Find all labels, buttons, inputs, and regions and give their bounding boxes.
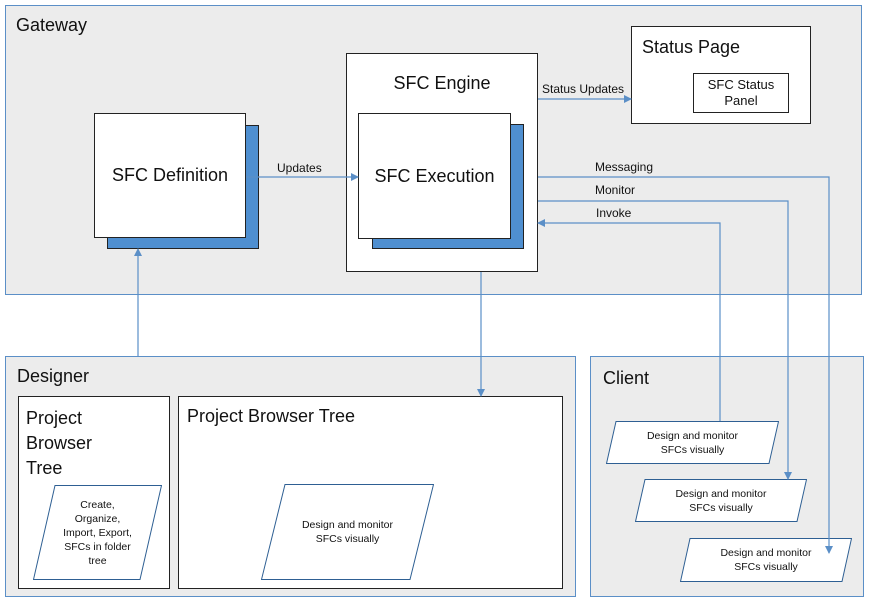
monitor-label: Monitor: [595, 183, 636, 197]
status-page-title: Status Page: [642, 37, 741, 57]
designer-right-note-label: Design and monitor SFCs visually: [301, 519, 394, 545]
sfc-status-panel-box: SFC Status Panel: [693, 73, 789, 113]
sfc-status-panel-label: SFC Status Panel: [707, 77, 775, 108]
client-item-1: Design and monitor SFCs visually: [606, 421, 779, 464]
designer-left-note: Create, Organize, Import, Export, SFCs i…: [33, 485, 162, 580]
client-title: Client: [603, 368, 650, 388]
client-item-2: Design and monitor SFCs visually: [635, 479, 807, 522]
designer-left-panel-title: Project Browser Tree: [26, 408, 93, 478]
sfc-definition-label: SFC Definition: [111, 165, 229, 185]
sfc-definition-box: SFC Definition: [94, 113, 246, 238]
client-item-2-shape: [635, 479, 807, 522]
messaging-label: Messaging: [595, 160, 654, 174]
designer-title: Designer: [17, 366, 90, 386]
client-item-3: Design and monitor SFCs visually: [680, 538, 852, 582]
client-item-3-label: Design and monitor SFCs visually: [720, 547, 812, 573]
designer-right-note-shape: [261, 484, 434, 580]
sfc-engine-label: SFC Engine: [393, 73, 491, 93]
status-updates-label: Status Updates: [542, 82, 625, 96]
client-item-2-label: Design and monitor SFCs visually: [675, 487, 767, 514]
client-item-1-label: Design and monitor SFCs visually: [646, 429, 739, 456]
gateway-title: Gateway: [16, 15, 88, 35]
updates-label: Updates: [277, 161, 322, 175]
designer-right-note: Design and monitor SFCs visually: [261, 484, 434, 580]
messaging-arrow: [538, 176, 833, 554]
sfc-execution-label: SFC Execution: [374, 165, 495, 186]
designer-left-note-shape: [33, 485, 162, 580]
invoke-label: Invoke: [596, 206, 632, 220]
designer-right-panel-title: Project Browser Tree: [187, 406, 356, 426]
client-item-1-shape: [606, 421, 779, 464]
sfc-execution-box: SFC Execution: [358, 113, 511, 239]
client-item-3-shape: [680, 538, 852, 582]
monitor-arrow: [538, 200, 792, 480]
designer-left-note-label: Create, Organize, Import, Export, SFCs i…: [63, 498, 132, 567]
invoke-arrow: [537, 219, 721, 421]
